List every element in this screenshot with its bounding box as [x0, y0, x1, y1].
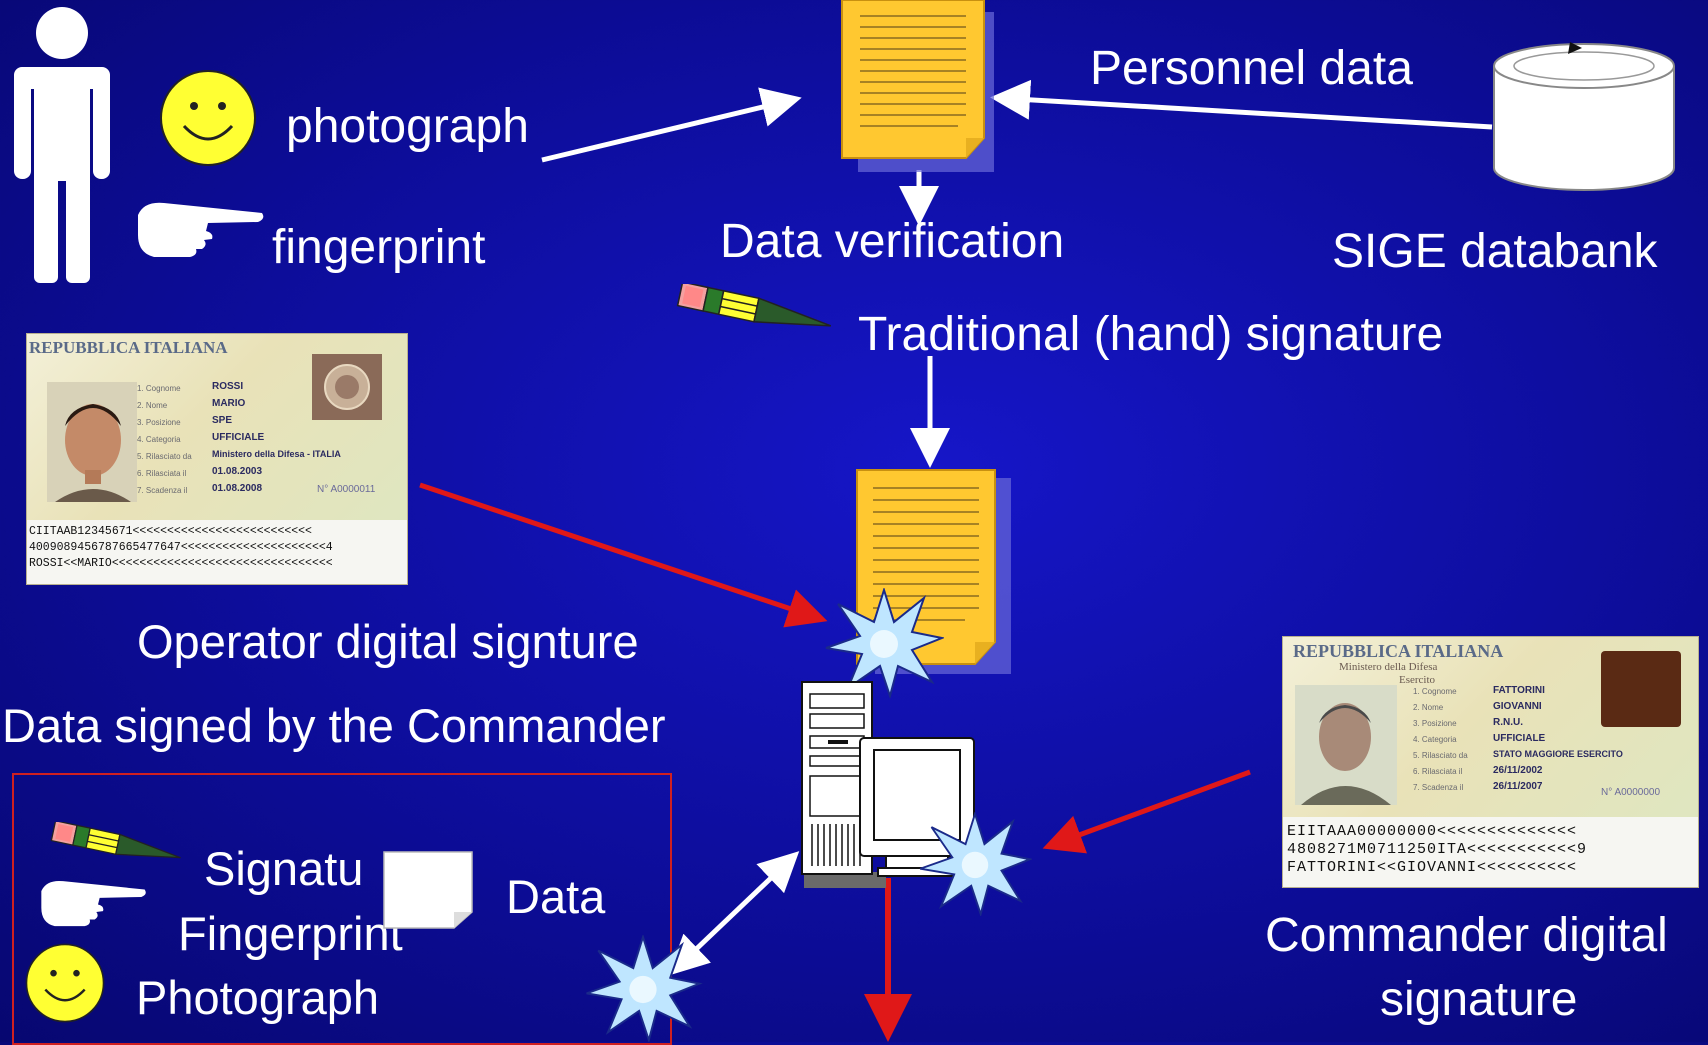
data-page-icon [383, 851, 473, 929]
operator-field-surname: ROSSI [212, 381, 244, 392]
commander-id-card: REPUBBLICA ITALIANA Ministero della Dife… [1282, 636, 1699, 888]
document-icon [841, 0, 994, 172]
database-to-document-arrow [990, 79, 1493, 130]
signed-by-commander-label: Data signed by the Commander [2, 699, 666, 752]
commander-card-number: N° A0000000 [1601, 787, 1661, 798]
operator-field-expiry: 01.08.2008 [212, 483, 263, 494]
operator-mrz: CIITAAB12345671<<<<<<<<<<<<<<<<<<<<<<<<<… [27, 520, 407, 584]
commander-mrz: EIITAAA00000000<<<<<<<<<<<<<<4808271M071… [1283, 817, 1698, 887]
hologram-emblem [312, 354, 382, 420]
commander-field-category: UFFICIALE [1493, 733, 1546, 744]
commander-field-surname: FATTORINI [1493, 685, 1545, 696]
operator-field-issuer: Ministero della Difesa - ITALIA [212, 449, 341, 459]
commander-field-expiry: 26/11/2007 [1493, 781, 1543, 792]
personnel-data-label: Personnel data [1090, 42, 1413, 95]
operator-field-name: MARIO [212, 398, 246, 409]
legend-to-computer-arrow [668, 851, 800, 976]
sige-databank-label: SIGE databank [1332, 225, 1658, 278]
operator-card-number: N° A0000011 [317, 484, 376, 495]
operator-field-issued: 01.08.2003 [212, 466, 263, 477]
smartcard-chip [1601, 651, 1681, 727]
starburst-icon [825, 588, 944, 698]
operator-field-position: SPE [212, 415, 233, 426]
pencil-icon [50, 822, 181, 859]
commander-field-issued: 26/11/2002 [1493, 765, 1543, 776]
smiley-icon [25, 943, 105, 1023]
operator-field-category: UFFICIALE [212, 432, 265, 443]
smiley-icon [160, 70, 256, 166]
commander-card-to-computer-arrow [1042, 769, 1251, 854]
fingerprint-label: fingerprint [272, 221, 486, 274]
operator-card-header: REPUBBLICA ITALIANA [29, 338, 228, 357]
pencil-icon [676, 284, 832, 327]
operator-id-card: REPUBBLICA ITALIANA 1. Cognome 2. Nome 3… [26, 333, 408, 585]
person-icon [14, 7, 110, 283]
legend-photograph-label: Photograph [136, 971, 380, 1024]
legend-data-label: Data [506, 870, 606, 923]
computer-icon [801, 681, 975, 888]
photograph-label: photograph [286, 100, 529, 153]
commander-field-position: R.N.U. [1493, 717, 1523, 728]
database-icon [1493, 42, 1675, 191]
commander-card-branch: Esercito [1399, 674, 1436, 686]
legend-fingerprint-label: Fingerprint [178, 907, 403, 960]
legend-signature-label: Signatu [204, 842, 364, 895]
photograph-to-document-arrow [541, 87, 802, 163]
pointing-hand-icon [41, 880, 146, 927]
commander-signature-label-line2: signature [1380, 973, 1578, 1026]
starburst-icon [586, 935, 703, 1042]
operator-signature-label: Operator digital signture [137, 615, 639, 668]
operator-portrait [47, 382, 137, 502]
commander-field-issuer: STATO MAGGIORE ESERCITO [1493, 749, 1623, 759]
commander-card-header: REPUBBLICA ITALIANA [1293, 641, 1504, 661]
pointing-hand-icon [138, 202, 264, 257]
commander-signature-label-line1: Commander digital [1265, 909, 1668, 962]
data-verification-label: Data verification [720, 215, 1065, 268]
operator-card-to-document-arrow [419, 482, 828, 628]
starburst-icon [919, 812, 1032, 916]
commander-field-name: GIOVANNI [1493, 701, 1542, 712]
commander-card-subheader: Ministero della Difesa [1339, 661, 1438, 673]
hand-signature-label: Traditional (hand) signature [858, 308, 1444, 361]
commander-portrait [1295, 685, 1397, 805]
